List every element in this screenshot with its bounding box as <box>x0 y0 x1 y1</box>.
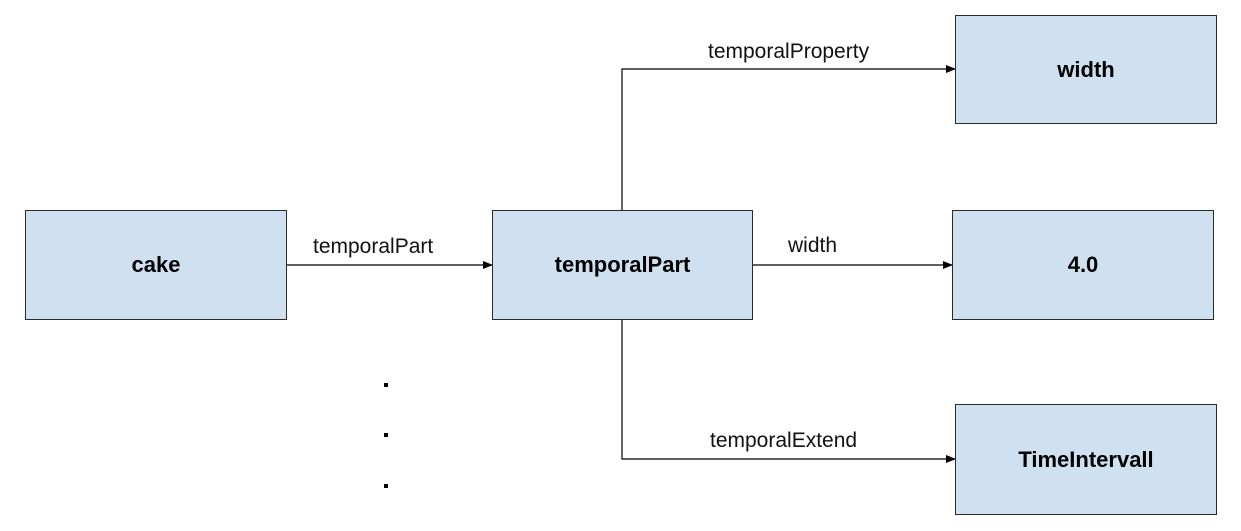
continuation-dot <box>384 383 388 387</box>
edge-temporalpart-to-width <box>621 65 956 210</box>
continuation-dot <box>384 484 388 488</box>
node-value: 4.0 <box>952 210 1214 320</box>
node-width: width <box>955 15 1217 124</box>
node-temporal-part: temporalPart <box>492 210 753 320</box>
node-time-interval: TimeIntervall <box>955 404 1217 515</box>
edge-temporalpart-to-timeinterval <box>621 320 956 463</box>
node-cake: cake <box>25 210 287 320</box>
edge-label-temporal-property: temporalProperty <box>708 40 870 63</box>
edge-label-temporal-extend: temporalExtend <box>710 429 858 452</box>
edge-label-width: width <box>788 234 838 257</box>
continuation-dot <box>384 433 388 437</box>
edge-label-temporal-part: temporalPart <box>313 235 434 258</box>
